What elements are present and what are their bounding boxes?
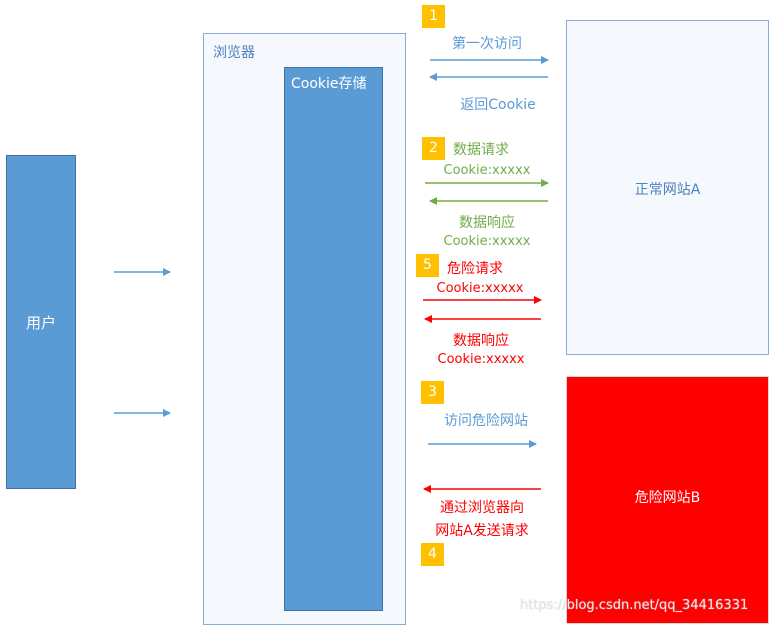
- site-b-label: 危险网站B: [634, 490, 701, 506]
- watermark: https://blog.csdn.net/qq_34416331: [520, 598, 749, 613]
- step1-response-label: 返回Cookie: [460, 97, 536, 113]
- step2-response-cookie: Cookie:xxxxx: [443, 234, 531, 249]
- step5-response-label: 数据响应: [453, 333, 509, 349]
- step2-request-label: 数据请求: [453, 142, 509, 158]
- step5-response-cookie: Cookie:xxxxx: [437, 352, 525, 367]
- site-a-node: 正常网站A: [566, 20, 769, 355]
- step2-request-cookie: Cookie:xxxxx: [443, 163, 531, 178]
- step4-label-line2: 网站A发送请求: [435, 523, 529, 539]
- step1-badge: 1: [422, 5, 445, 28]
- step5-request-cookie: Cookie:xxxxx: [436, 281, 524, 296]
- step3-request-label: 访问危险网站: [444, 413, 528, 429]
- step4-label-line1: 通过浏览器向: [440, 500, 524, 516]
- browser-label: 浏览器: [213, 45, 255, 61]
- user-label: 用户: [25, 314, 56, 332]
- step1-request-label: 第一次访问: [452, 36, 522, 52]
- step4-badge: 4: [421, 543, 444, 566]
- step3-badge: 3: [421, 381, 444, 404]
- site-b-node: 危险网站B: [566, 376, 769, 624]
- site-a-label: 正常网站A: [634, 182, 701, 198]
- step5-badge: 5: [416, 254, 439, 277]
- cookie-store-label: Cookie存储: [291, 76, 367, 92]
- user-node: 用户: [6, 155, 76, 489]
- step2-badge: 2: [422, 137, 445, 160]
- step2-response-label: 数据响应: [459, 215, 515, 231]
- step5-request-label: 危险请求: [447, 261, 503, 277]
- cookie-store-node: Cookie存储: [284, 67, 383, 611]
